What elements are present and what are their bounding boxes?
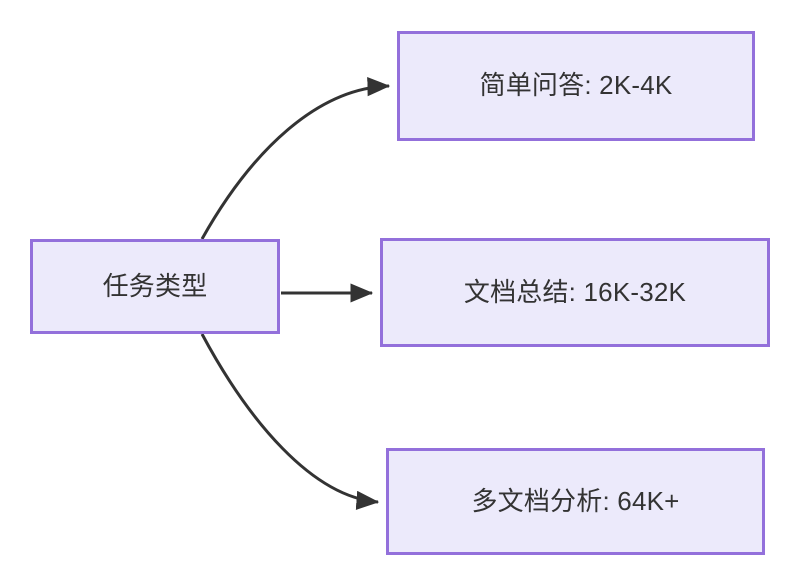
- node-task-type-label: 任务类型: [102, 270, 208, 301]
- node-multi-doc-label: 多文档分析: 64K+: [471, 485, 680, 516]
- node-multi-doc[interactable]: 多文档分析: 64K+: [386, 448, 765, 555]
- node-simple-qa[interactable]: 简单问答: 2K-4K: [397, 31, 755, 141]
- node-doc-summary[interactable]: 文档总结: 16K-32K: [380, 238, 770, 347]
- node-task-type[interactable]: 任务类型: [30, 239, 280, 334]
- edge-root-to-multi-doc: [200, 333, 380, 510]
- node-simple-qa-label: 简单问答: 2K-4K: [479, 70, 673, 101]
- edge-root-to-simple-qa: [200, 77, 391, 240]
- node-doc-summary-label: 文档总结: 16K-32K: [463, 276, 687, 307]
